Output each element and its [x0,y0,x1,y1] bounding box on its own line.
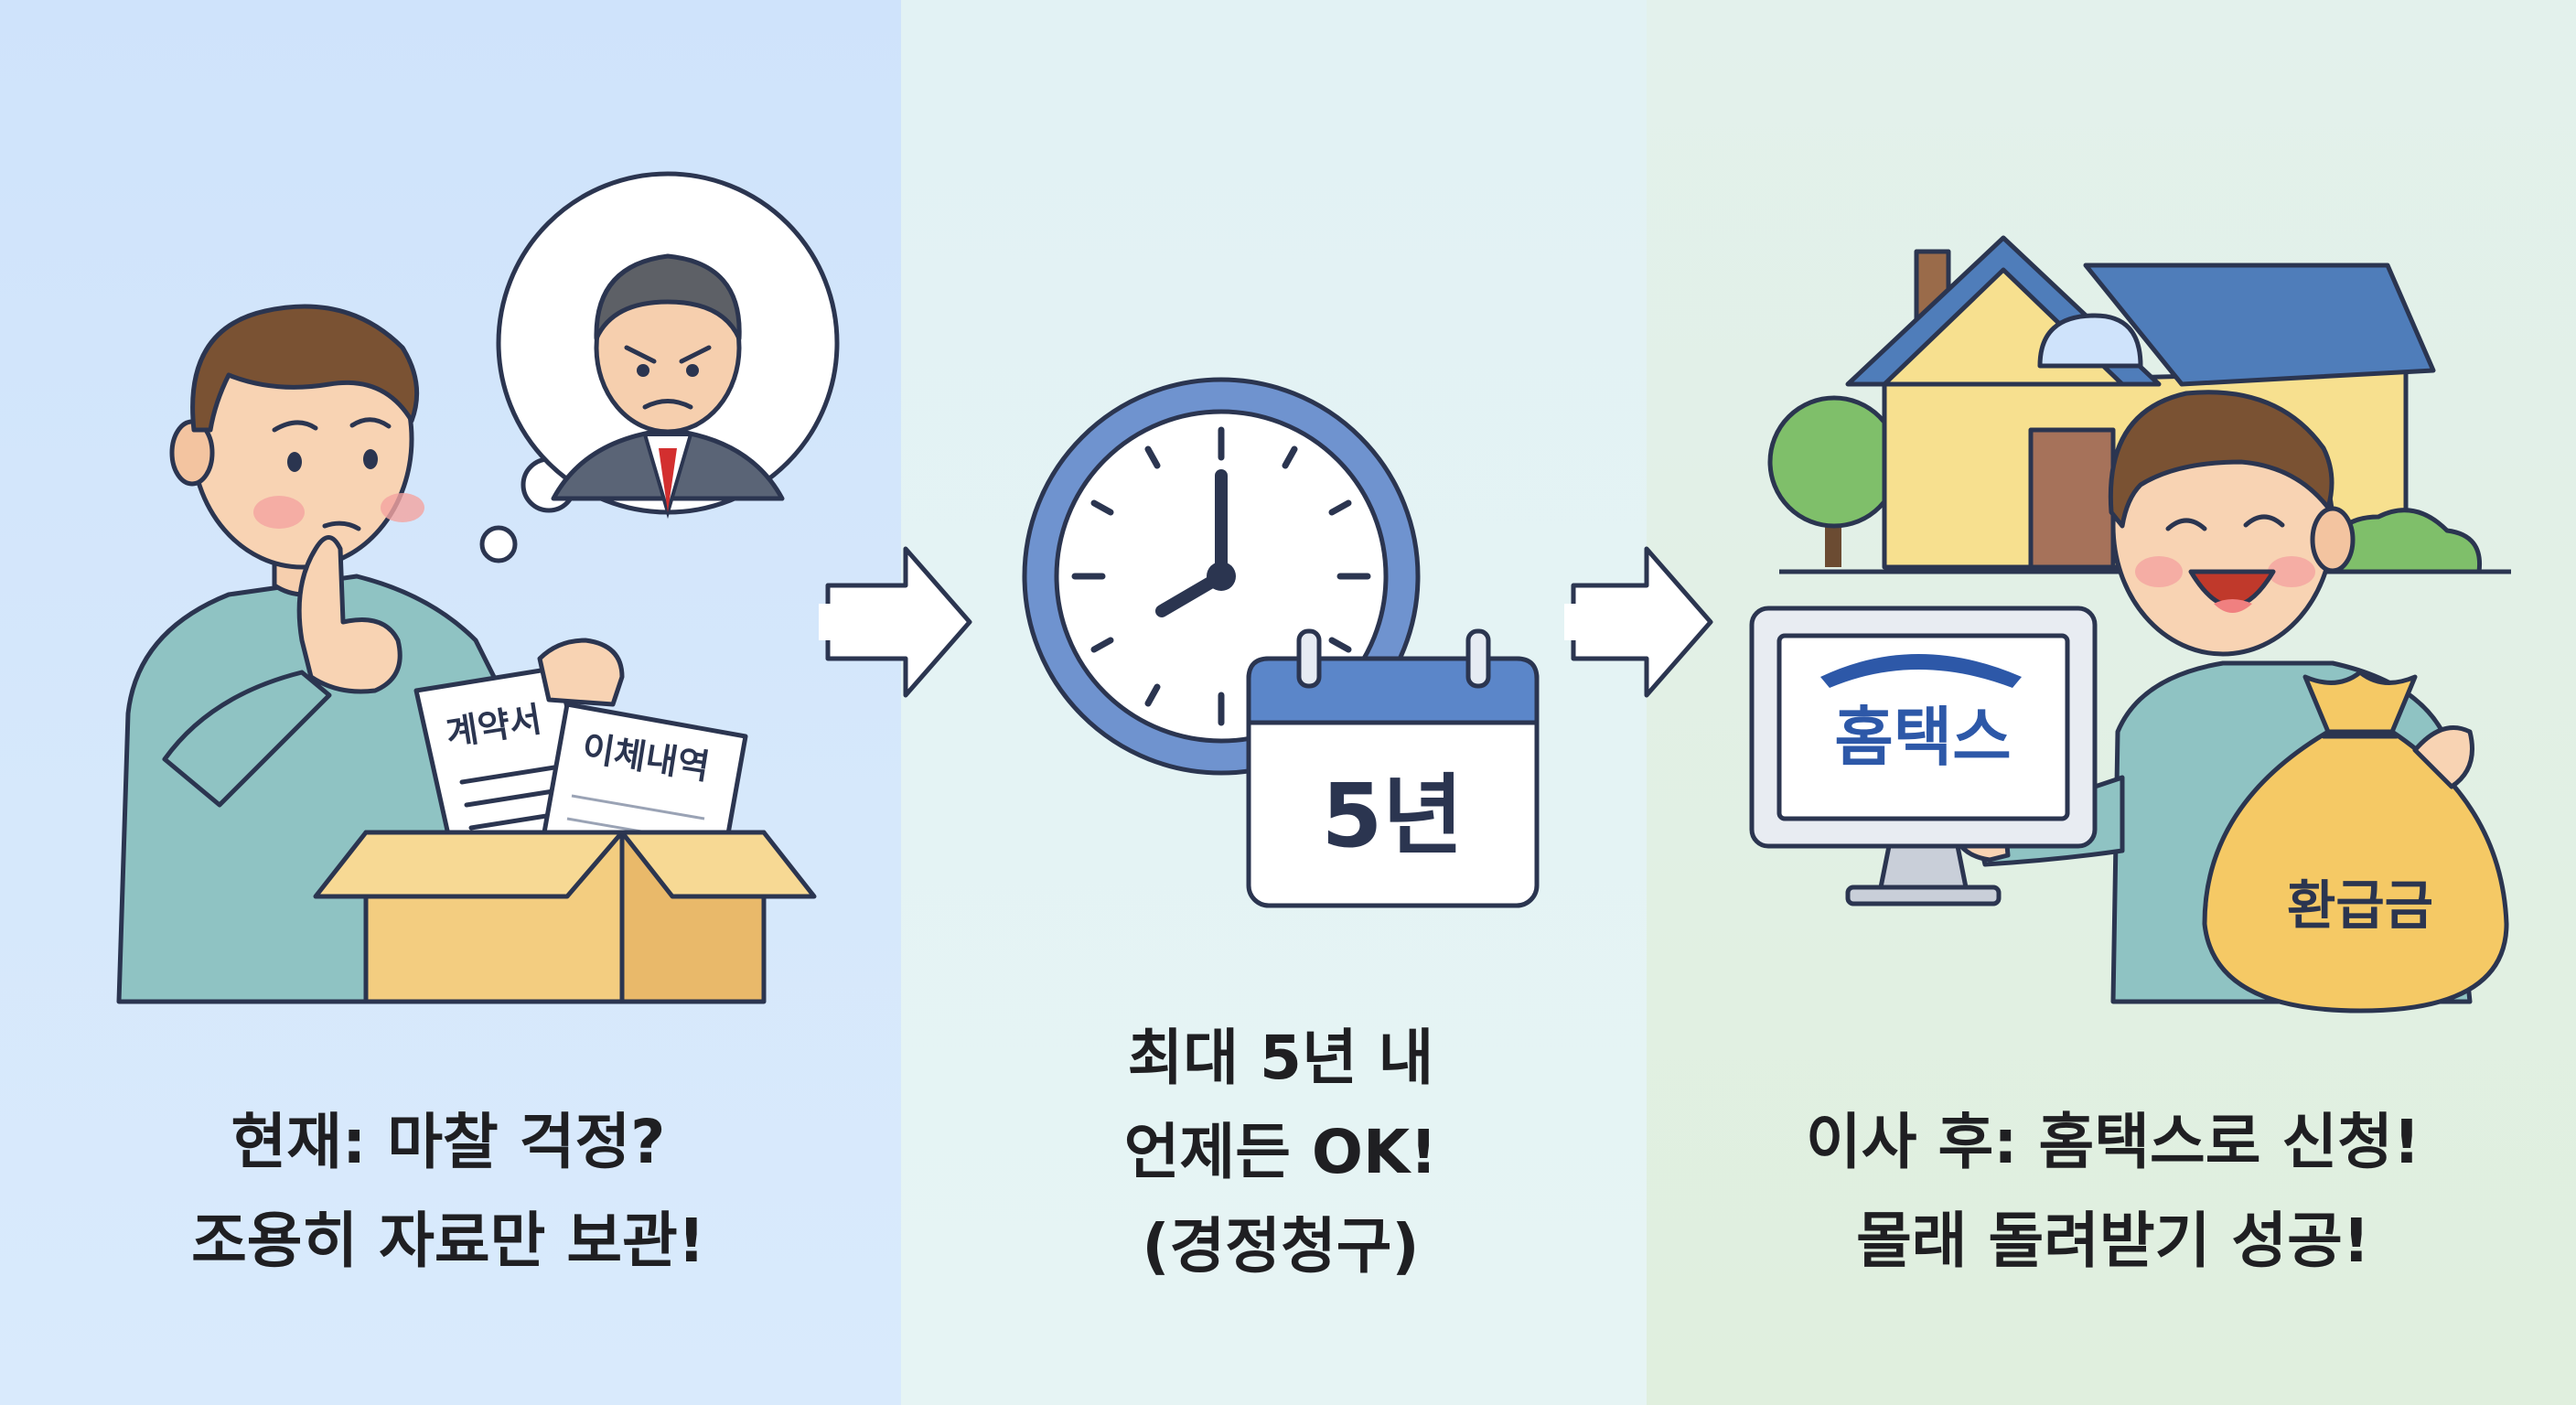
caption-deadline: 최대 5년 내 언제든 OK! (경정청구) [924,1011,1637,1293]
thinking-bubble-icon [479,171,840,563]
cardboard-box-icon [313,830,817,1004]
tree-icon [1767,395,1901,567]
monitor-icon: 홈택스 [1749,606,2098,906]
monitor-label: 홈택스 [1834,700,2011,775]
caption-line: 언제든 OK! [1123,1117,1438,1187]
caption-line: 최대 5년 내 [1127,1023,1434,1093]
bag-label: 환급금 [2287,874,2433,937]
caption-line: 조용히 자료만 보관! [191,1206,705,1276]
caption-line: 이사 후: 홈택스로 신청! [1806,1107,2420,1177]
money-bag-icon: 환급금 [2202,670,2509,1014]
caption-line: (경정청구) [1142,1211,1420,1282]
calendar-label: 5년 [1321,765,1463,867]
caption-current: 현재: 마찰 걱정? 조용히 자료만 보관! [91,1093,805,1291]
caption-line: 현재: 마찰 걱정? [231,1107,666,1177]
calendar-icon: 5년 [1246,628,1540,908]
arrow-right-icon [1564,546,1713,698]
caption-after-move: 이사 후: 홈택스로 신청! 몰래 돌려받기 성공! [1688,1093,2538,1291]
caption-line: 몰래 돌려받기 성공! [1856,1206,2370,1276]
hand-holding-documents [537,638,625,707]
arrow-right-icon [819,546,972,698]
